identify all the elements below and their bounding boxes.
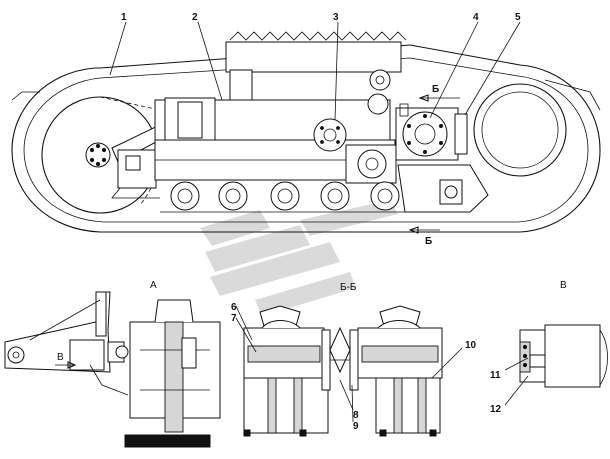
section-mark-b-bottom: Б [425,236,432,247]
view-label-a: А [150,280,157,291]
view-a: А В [4,280,221,448]
track-rollers-row [170,181,400,211]
drive-sprocket [402,111,448,157]
callout-12: 12 [490,404,502,415]
callout-4: 4 [473,12,479,23]
track-chain-outline [11,44,601,233]
section-label-bb: Б-Б [340,282,357,293]
callout-7: 7 [231,313,237,324]
callout-3: 3 [333,12,339,23]
arrow-label-v: В [57,352,64,363]
callout-10: 10 [465,340,477,351]
main-track-view: Б Б 1 2 3 4 5 [11,12,601,247]
callout-8: 8 [353,410,359,421]
callout-9: 9 [353,421,359,432]
upper-track-shoes [225,41,402,73]
section-mark-b-top: Б [432,84,439,95]
callout-2: 2 [192,12,198,23]
callout-5: 5 [515,12,521,23]
carrier-roller-2 [369,69,391,91]
callout-11: 11 [490,370,501,381]
rear-wheel [473,83,567,177]
callout-1: 1 [121,12,127,23]
view-v: В 11 12 [490,280,608,415]
section-b-b: Б-Б 6 7 8 9 10 [231,282,477,437]
track-roller-3 [313,118,347,152]
callout-6: 6 [231,302,237,313]
view-label-v: В [560,280,567,291]
watermark-logo [200,200,398,316]
